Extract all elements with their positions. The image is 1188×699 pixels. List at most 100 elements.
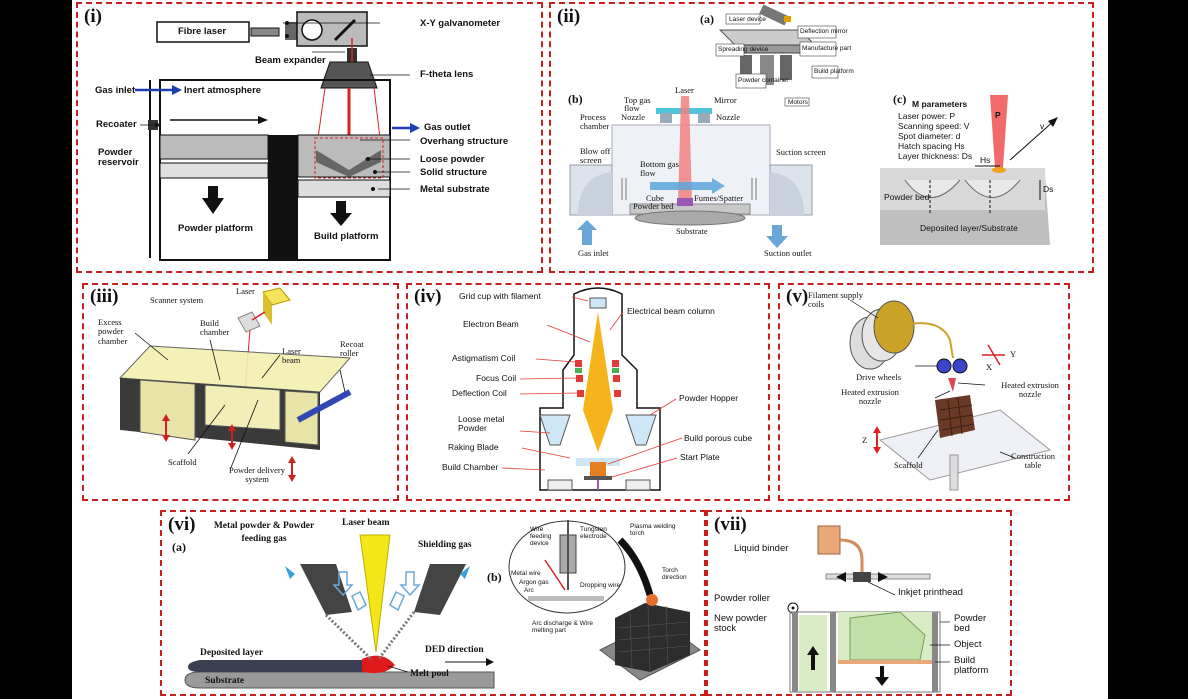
label-iii-recoat: Recoat roller [340,339,364,359]
panel-v-title: (v) [786,286,809,307]
label-gas-inlet: Gas inlet [95,85,136,96]
label-iii-scaffold: Scaffold [168,457,197,467]
panel-ii-sub-c: (c) [893,92,907,106]
label-ii-suction-outlet: Suction outlet [764,248,812,258]
label-vi-dropping: Dropping wire [580,582,621,589]
label-ftheta: F-theta lens [420,69,474,80]
label-vi-wire-device: Wire feeding device [530,526,552,548]
label-v-table: Construction table [1011,451,1055,471]
label-vi-shielding: Shielding gas [418,540,472,550]
label-ii-a-build-platform: Build platform [814,68,854,75]
label-ii-process-chamber: Process chamber [580,112,610,132]
label-iv-deflection: Deflection Coil [452,388,507,398]
label-ii-a-motors: Motors [788,99,808,106]
label-ii-a-laser-device: Laser device [729,16,766,23]
label-ii-c-plabel: P [995,110,1001,120]
label-iii-scanner: Scanner system [150,295,204,305]
label-ii-powder-bed: Powder bed [633,201,674,211]
label-ii-nozzle-l: Nozzle [621,112,646,122]
label-vii-platform: Build platform [954,655,989,677]
label-ii-blow-off: Blow off screen [580,146,611,166]
panel-vii-border [706,510,1012,696]
label-ii-top-gas: Top gas flow [624,95,651,113]
label-ii-c-pbed: Powder bed [884,192,930,202]
label-fibre-laser: Fibre laser [178,26,227,37]
label-iii-laser-beam: Laser beam [282,346,301,366]
panel-vii-title: (vii) [714,514,747,535]
label-vi-plasma: Plasma welding torch [630,523,676,538]
panel-vi-sub-a: (a) [172,540,186,554]
panel-ii-sub-b: (b) [568,92,583,106]
label-inert: Inert atmosphere [184,85,262,96]
panel-iii-border [82,283,399,501]
label-ii-gas-inlet: Gas inlet [578,248,609,258]
label-galvo: X-Y galvanometer [420,18,501,29]
label-iv-astig: Astigmatism Coil [452,353,516,363]
label-overhang: Overhang structure [420,136,509,147]
label-ii-a-spreading: Spreading device [718,46,769,53]
panel-vi-border [160,510,706,696]
label-ii-c-hslabel: Hs [980,155,991,165]
label-vi-metal-powder: Metal powder & Powder feeding gas [213,521,315,544]
label-vii-object: Object [954,639,982,650]
panel-v-border [778,283,1070,501]
label-ii-c-deposited: Deposited layer/Substrate [920,223,1018,233]
label-vi-laser-beam: Laser beam [342,518,390,528]
label-vii-bed: Powder bed [954,613,987,635]
label-build-platform: Build platform [314,231,379,242]
label-iii-delivery: Powder delivery system [229,465,285,485]
label-iv-raking: Raking Blade [448,442,499,452]
label-iv-electrical: Electrical beam column [627,306,715,316]
panel-ii-title: (ii) [557,6,581,27]
label-ii-c-p: Laser power: P [898,111,956,121]
label-v-x: X [986,362,993,372]
label-metal-substrate: Metal substrate [420,184,490,195]
label-recoater: Recoater [96,119,137,130]
label-solid-structure: Solid structure [420,167,488,178]
label-ii-bottom-gas: Bottom gas flow [640,159,679,179]
label-iv-hopper: Powder Hopper [679,393,739,403]
panel-iv-title: (iv) [414,286,442,307]
label-iv-build-chamber: Build Chamber [442,462,499,472]
label-powder-reservoir: Powder reservoir [98,147,139,169]
label-ii-laser: Laser [675,85,694,95]
label-ii-suction-screen: Suction screen [776,147,826,157]
label-vii-stock: New powder stock [714,613,767,635]
label-ii-fumes: Fumes/Spatter [694,193,744,203]
label-vi-argon: Argon gas [519,579,549,586]
label-ii-nozzle-r: Nozzle [716,112,741,122]
label-v-scaffold: Scaffold [894,460,923,470]
label-vi-torch-dir: Torch direction [662,567,687,582]
label-beam-expander: Beam expander [255,55,326,66]
label-ii-a-deflection: Deflection mirror [800,28,848,35]
panel-i-border [76,2,543,273]
label-iii-laser: Laser [236,286,255,296]
label-v-z: Z [862,435,868,445]
panel-ii-sub-a: (a) [700,12,714,26]
label-ii-c-d: Spot diameter: d [898,131,961,141]
label-vi-arc: Arc [524,587,534,594]
label-ii-c-vlabel: v [1040,121,1045,131]
label-iv-porous: Build porous cube [684,433,753,443]
label-v-drive: Drive wheels [856,372,902,382]
label-iii-build-chamber: Build chamber [200,318,230,338]
label-iv-start-plate: Start Plate [680,452,720,462]
panel-vi-sub-b: (b) [487,570,502,584]
label-powder-platform: Powder platform [178,223,253,234]
panel-vi-title: (vi) [168,514,196,535]
label-v-heated-r: Heated extrusion nozzle [1001,380,1059,400]
label-vi-melt-pool: Melt pool [410,669,449,679]
label-loose-powder: Loose powder [420,154,485,165]
label-iv-electron-beam: Electron Beam [463,319,519,329]
label-ii-c-v: Scanning speed: V [898,121,970,131]
label-vi-deposited: Deposited layer [200,648,264,658]
label-ii-c-hs: Hatch spacing Hs [898,141,965,151]
